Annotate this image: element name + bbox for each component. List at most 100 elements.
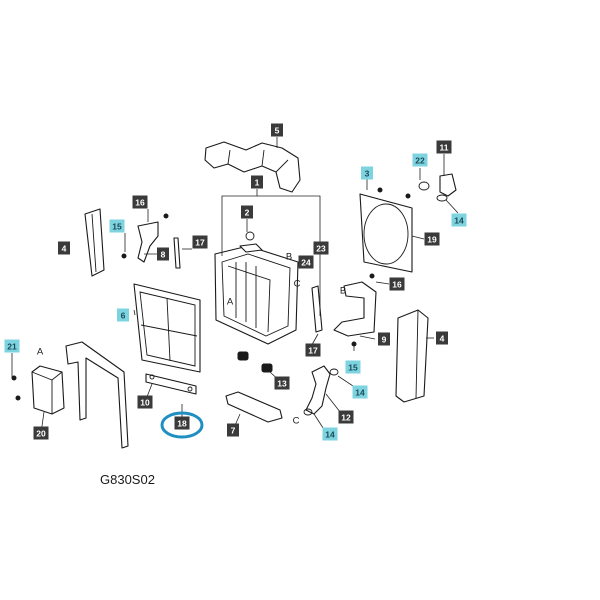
- callout-label-19: 19: [424, 232, 440, 246]
- callout-label-box: [313, 241, 329, 255]
- callout-label-box: [338, 410, 354, 424]
- callout-label-box: [227, 423, 239, 437]
- callout-label-17: 17: [305, 343, 321, 357]
- callout-label-text: 22: [415, 156, 425, 166]
- callout-label-text: 17: [195, 238, 205, 248]
- callout-label-14: 14: [451, 213, 467, 227]
- callout-label-text: 23: [316, 244, 326, 254]
- callout-label-box: [271, 123, 283, 137]
- callout-label-23: 23: [313, 241, 329, 255]
- callout-label-21: 21: [4, 339, 20, 353]
- callout-label-22: 22: [412, 153, 428, 167]
- expansion-tank-part: [31, 341, 129, 449]
- callout-label-text: 14: [355, 388, 365, 398]
- callout-label-text: 20: [36, 429, 46, 439]
- callout-label-text: 7: [231, 426, 236, 436]
- callout-label-text: 4: [62, 244, 67, 254]
- letter-marker: A: [227, 297, 234, 308]
- callout-label-box: [424, 232, 440, 246]
- callout-label-11: 11: [436, 140, 452, 154]
- lower-bracket-part: [145, 373, 197, 395]
- callout-label-text: 15: [348, 363, 358, 373]
- callout-label-24: 24: [298, 255, 314, 269]
- callout-label-14: 14: [322, 427, 338, 441]
- callout-label-text: 21: [7, 342, 17, 352]
- callout-label-text: 6: [121, 311, 126, 321]
- callout-label-17: 17: [192, 235, 208, 249]
- callout-label-box: [157, 247, 169, 261]
- callout-label-text: 15: [112, 222, 122, 232]
- callout-label-box: [117, 308, 129, 322]
- callout-label-box: [241, 205, 253, 219]
- callout-label-box: [132, 195, 148, 209]
- callout-label-box: [412, 153, 428, 167]
- callout-label-box: [436, 331, 448, 345]
- callout-label-2: 2: [241, 205, 253, 219]
- callout-label-box: [58, 241, 70, 255]
- elbow-fitting-part: [418, 173, 457, 202]
- callout-label-text: 13: [277, 379, 287, 389]
- letter-markers: A A B B C C: [37, 252, 346, 427]
- callout-label-6: 6: [117, 308, 129, 322]
- callout-label-9: 9: [378, 332, 390, 346]
- callout-label-text: 5: [275, 126, 280, 136]
- callout-label-8: 8: [157, 247, 169, 261]
- callout-label-7: 7: [227, 423, 239, 437]
- callout-label-3: 3: [361, 166, 373, 180]
- callout-label-16: 16: [132, 195, 148, 209]
- callout-label-box: [174, 416, 190, 430]
- callout-label-box: [298, 255, 314, 269]
- callout-label-text: 14: [454, 216, 464, 226]
- letter-marker: C: [294, 279, 301, 290]
- callout-label-5: 5: [271, 123, 283, 137]
- callout-label-12: 12: [338, 410, 354, 424]
- callout-label-box: [352, 385, 368, 399]
- callout-label-15: 15: [109, 219, 125, 233]
- radiator-part: [214, 231, 299, 373]
- callout-label-box: [322, 427, 338, 441]
- shroud-cover-part: [204, 141, 301, 193]
- callout-label-text: 2: [245, 208, 250, 218]
- callout-label-text: 16: [392, 280, 402, 290]
- hose-part: [303, 365, 339, 416]
- diagram-code: G830S02: [100, 472, 155, 487]
- small-bracket-part: [137, 221, 159, 263]
- callout-label-text: 9: [382, 335, 387, 345]
- callout-label-box: [361, 166, 373, 180]
- callout-label-20: 20: [33, 426, 49, 440]
- callout-label-box: [4, 339, 20, 353]
- rod-part: [173, 237, 323, 333]
- callout-label-text: 24: [301, 258, 311, 268]
- callout-label-text: 3: [365, 169, 370, 179]
- callout-label-text: 14: [325, 430, 335, 440]
- callout-label-13: 13: [274, 376, 290, 390]
- callout-label-box: [389, 277, 405, 291]
- callout-label-box: [451, 213, 467, 227]
- callout-label-text: 11: [440, 143, 449, 153]
- callout-label-text: 1: [255, 178, 260, 188]
- letter-marker: C: [293, 416, 300, 427]
- callout-label-box: [33, 426, 49, 440]
- callout-label-text: 10: [140, 398, 150, 408]
- bolt-markers: [11, 187, 411, 401]
- callout-label-box: [345, 360, 361, 374]
- callout-label-text: 17: [308, 346, 318, 356]
- highlight-ring: [160, 411, 204, 439]
- callout-label-10: 10: [137, 395, 153, 409]
- callout-label-14: 14: [352, 385, 368, 399]
- letter-marker: A: [37, 347, 44, 358]
- callout-label-1: 1: [251, 175, 263, 189]
- callout-label-text: 4: [440, 334, 445, 344]
- callout-label-text: 12: [341, 413, 351, 423]
- callout-label-15: 15: [345, 360, 361, 374]
- right-bracket-part: [333, 281, 377, 337]
- callout-label-box: [274, 376, 290, 390]
- letter-marker: B: [340, 286, 346, 297]
- lower-seal-part: [225, 391, 283, 423]
- callout-label-18: 18: [174, 416, 190, 430]
- callout-label-box: [305, 343, 321, 357]
- callout-label-text: 8: [161, 250, 166, 260]
- callout-label-box: [436, 140, 452, 154]
